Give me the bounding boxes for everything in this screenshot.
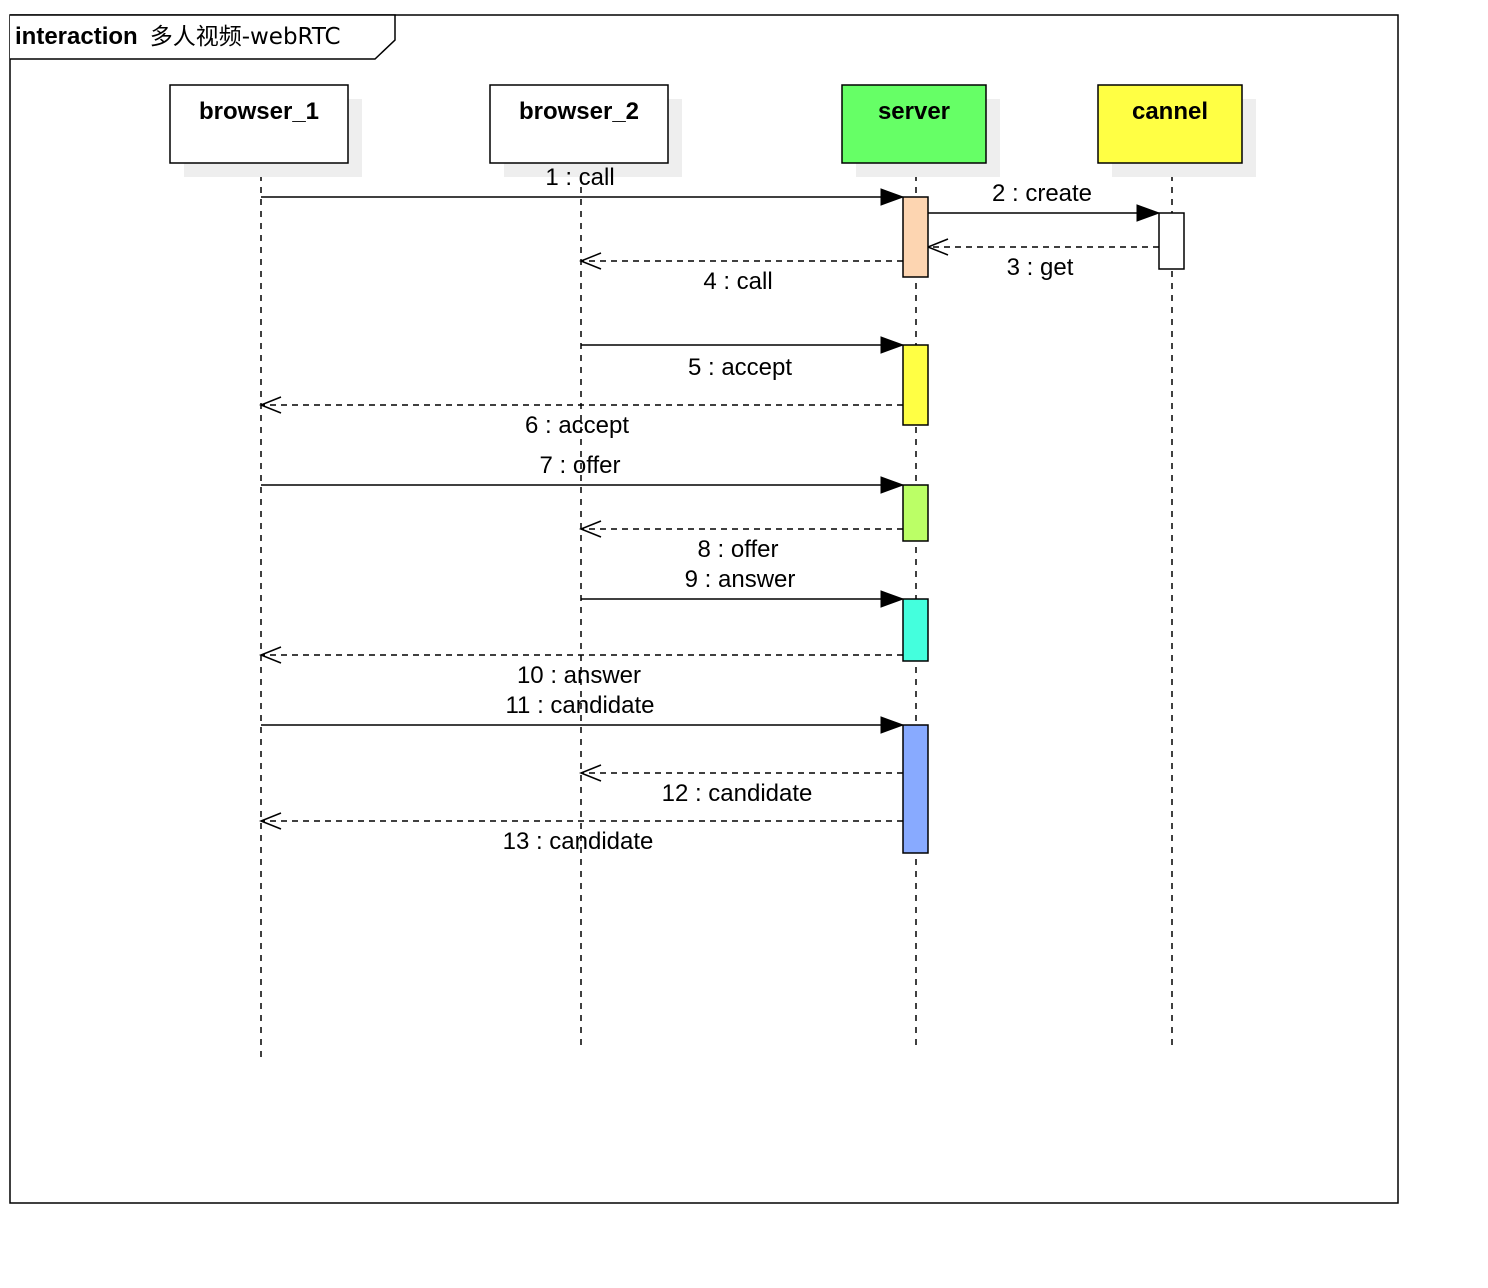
- interaction-frame: [9, 14, 1399, 1204]
- message-arrow-1[interactable]: [261, 188, 905, 206]
- message-arrow-7[interactable]: [261, 476, 905, 494]
- message-arrow-10[interactable]: [258, 646, 903, 664]
- lifeline-head-browser_1[interactable]: browser_1: [169, 84, 362, 177]
- message-labels: 1 : call 2 : create 3 : get 4 : call 5 :…: [503, 164, 1092, 855]
- frame-keyword: interaction: [15, 23, 138, 50]
- message-label-1: 1 : call: [545, 164, 614, 191]
- message-arrows: [258, 188, 1161, 830]
- message-arrow-9[interactable]: [581, 590, 905, 608]
- activation-bars: [902, 196, 1185, 854]
- lifeline-head-cannel[interactable]: cannel: [1097, 84, 1256, 177]
- lifeline-heads: browser_1 browser_2 server cannel: [169, 84, 1256, 177]
- lifeline-lines: [260, 163, 1173, 1058]
- message-label-5: 5 : accept: [688, 354, 792, 381]
- activation-bar-1[interactable]: [902, 196, 929, 278]
- message-arrow-2[interactable]: [928, 204, 1161, 222]
- frame-title-tab: [10, 14, 396, 60]
- message-arrow-12[interactable]: [578, 764, 903, 782]
- lifeline-label-browser_1: browser_1: [199, 98, 319, 125]
- message-label-8: 8 : offer: [698, 536, 779, 563]
- message-arrow-6[interactable]: [258, 396, 903, 414]
- message-arrow-5[interactable]: [581, 336, 905, 354]
- activation-bar-4[interactable]: [902, 484, 929, 542]
- lifeline-label-browser_2: browser_2: [519, 98, 639, 125]
- activation-bar-3[interactable]: [902, 344, 929, 426]
- message-label-12: 12 : candidate: [662, 780, 813, 807]
- message-label-2: 2 : create: [992, 180, 1092, 207]
- message-label-3: 3 : get: [1007, 254, 1074, 281]
- message-label-13: 13 : candidate: [503, 828, 654, 855]
- frame-title: interaction 多人视频-webRTC: [15, 23, 341, 50]
- message-arrow-4[interactable]: [578, 252, 903, 270]
- frame-name: 多人视频-webRTC: [150, 24, 341, 50]
- message-label-10: 10 : answer: [517, 662, 641, 689]
- message-label-4: 4 : call: [703, 268, 772, 295]
- message-arrow-8[interactable]: [578, 520, 903, 538]
- lifeline-label-server: server: [878, 98, 950, 125]
- message-label-7: 7 : offer: [540, 452, 621, 479]
- message-label-6: 6 : accept: [525, 412, 629, 439]
- lifeline-head-server[interactable]: server: [841, 84, 1000, 177]
- activation-bar-6[interactable]: [902, 724, 929, 854]
- lifeline-label-cannel: cannel: [1132, 98, 1208, 125]
- lifeline-head-browser_2[interactable]: browser_2: [489, 84, 682, 177]
- message-label-11: 11 : candidate: [505, 692, 654, 719]
- message-label-9: 9 : answer: [685, 566, 796, 593]
- message-arrow-11[interactable]: [261, 716, 905, 734]
- activation-bar-5[interactable]: [902, 598, 929, 662]
- activation-bar-2[interactable]: [1158, 212, 1185, 270]
- message-arrow-13[interactable]: [258, 812, 903, 830]
